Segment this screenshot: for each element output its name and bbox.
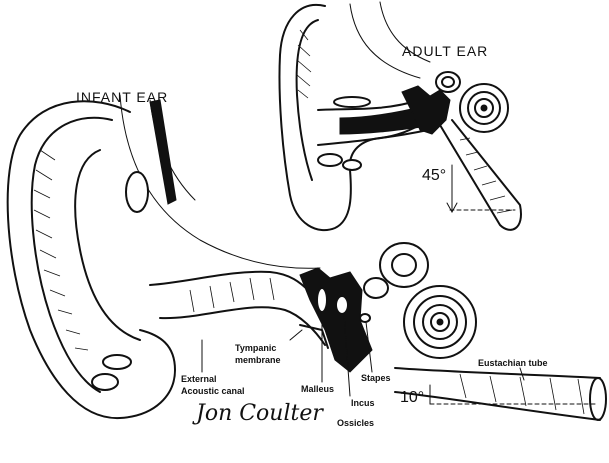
infant-eustachian-end [589, 377, 607, 421]
ossicles-label: Ossicles [337, 418, 374, 428]
infant-pinna-hatching [33, 149, 89, 351]
infant-angle-label: 10° [400, 389, 424, 406]
adult-head-curve [349, 3, 421, 79]
incus-bone [335, 295, 349, 315]
adult-lobe-shape-1 [317, 153, 343, 167]
adult-angle-label: 45° [422, 167, 446, 184]
infant-muscle-shade [149, 99, 177, 205]
eustachian-leader [519, 367, 525, 381]
tympanic-label-line2: membrane [235, 355, 281, 365]
external-canal-label-line1: External [181, 374, 217, 384]
infant-semicircular-canals [363, 242, 429, 299]
adult-head-curve-2 [379, 1, 431, 63]
eustachian-label: Eustachian tube [478, 358, 548, 368]
infant-lobe-shape-1 [102, 354, 132, 370]
tympanic-leader [289, 329, 303, 341]
external-canal-label-line2: Acoustic canal [181, 386, 245, 396]
adult-ear-drawing: ADULT EAR 45° [278, 1, 522, 232]
infant-canal-top [149, 270, 311, 293]
infant-ear-title: INFANT EAR [76, 89, 168, 105]
adult-ear-title: ADULT EAR [402, 43, 488, 59]
adult-eustachian-hatching [459, 137, 513, 214]
infant-canal-bottom [159, 306, 326, 346]
incus-leader [343, 313, 351, 397]
adult-cochlea [459, 83, 509, 133]
infant-helix-rim [30, 116, 113, 393]
adult-pinna-shading [296, 29, 312, 99]
malleus-bone [316, 287, 328, 313]
stapes-leader [365, 321, 373, 373]
tympanic-label-line1: Tympanic [235, 343, 276, 353]
artist-signature: Jon Coulter [192, 401, 324, 426]
infant-cochlea [403, 285, 477, 359]
adult-angle-arrow [446, 202, 458, 214]
infant-eustachian-hatching [459, 373, 585, 415]
stapes-label: Stapes [361, 373, 391, 383]
adult-middle-ear [401, 85, 451, 135]
adult-pinna-inner [295, 19, 319, 181]
infant-canal-hatching [189, 277, 275, 313]
infant-head-line [119, 94, 321, 269]
incus-label: Incus [351, 398, 375, 408]
malleus-label: Malleus [301, 384, 334, 394]
stapes-bone [359, 313, 371, 323]
infant-eustachian-tube-bottom [394, 391, 601, 421]
infant-lobe-shape-2 [91, 373, 119, 391]
adult-lobe-shape-2 [342, 159, 362, 171]
infant-cartilage-shape [125, 171, 149, 213]
adult-ear-canal-bottom [317, 129, 429, 146]
infant-pinna-outline [6, 100, 176, 420]
infant-antihelix [74, 149, 141, 341]
adult-semicircular-canals [435, 71, 461, 93]
infant-eustachian-tube-top [394, 367, 601, 379]
adult-cartilage-shape [333, 96, 371, 108]
infant-ear-drawing: INFANT EAR Tympanic membrane External Ac… [6, 89, 607, 428]
adult-eustachian-tube [439, 119, 522, 231]
